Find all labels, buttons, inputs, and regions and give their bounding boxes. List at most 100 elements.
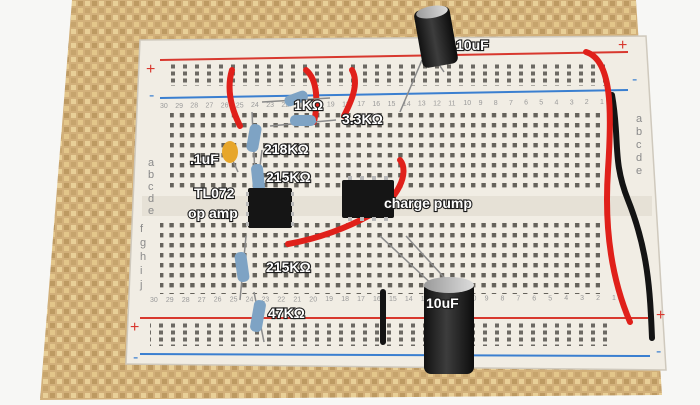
row-letters-bottom-left: f g h i j xyxy=(139,223,146,291)
column-number: 17 xyxy=(357,296,365,303)
column-number: 1 xyxy=(612,295,616,302)
column-number: 8 xyxy=(494,100,498,107)
rail-minus-top-left: - xyxy=(149,87,154,104)
column-number: 2 xyxy=(585,99,589,106)
column-number: 24 xyxy=(251,102,259,109)
column-number: 4 xyxy=(555,99,559,106)
column-number: 15 xyxy=(388,101,396,108)
red-jumper-wire-long-right xyxy=(583,49,633,325)
column-number: 7 xyxy=(509,100,513,107)
ceramic-capacitor xyxy=(222,141,239,173)
column-number: 16 xyxy=(372,101,380,108)
column-number: 12 xyxy=(433,101,441,108)
column-number: 5 xyxy=(539,100,543,107)
resistor-3k3 xyxy=(269,115,337,127)
rail-minus-bottom-right: - xyxy=(656,343,661,360)
column-number: 17 xyxy=(357,101,365,108)
column-number: 24 xyxy=(246,297,254,304)
row-letter: f xyxy=(140,223,144,235)
rail-plus-bottom-right: + xyxy=(656,307,665,324)
column-number: 10 xyxy=(463,100,471,107)
row-letter: b xyxy=(148,169,154,181)
column-number: 23 xyxy=(266,102,274,109)
column-number: 26 xyxy=(221,102,229,109)
column-number: 3 xyxy=(570,99,574,106)
column-number: 22 xyxy=(281,102,289,109)
row-letter: e xyxy=(148,205,154,217)
label-res-47k: 47KΩ xyxy=(268,305,305,321)
top-red-rail-line xyxy=(159,51,629,61)
row-letter: c xyxy=(148,181,154,193)
label-cap-top: 10uF xyxy=(456,37,489,53)
column-number: 16 xyxy=(373,296,381,303)
column-number: 7 xyxy=(516,295,520,302)
black-jumper-wire xyxy=(609,92,655,341)
top-blue-rail-line xyxy=(159,89,629,99)
rail-plus-top-right: + xyxy=(618,37,627,54)
row-letter: g xyxy=(140,237,146,249)
row-letter: a xyxy=(636,113,643,125)
label-res-215k-top: 215KΩ xyxy=(266,169,311,185)
column-number: 29 xyxy=(175,103,183,110)
row-letter: a xyxy=(148,157,155,169)
column-number: 21 xyxy=(297,102,305,109)
column-number: 19 xyxy=(327,102,335,109)
column-number: 6 xyxy=(524,100,528,107)
column-number: 18 xyxy=(341,296,349,303)
column-number: 30 xyxy=(160,103,168,110)
column-number: 9 xyxy=(485,296,489,303)
column-number: 2 xyxy=(596,295,600,302)
column-number: 25 xyxy=(230,297,238,304)
row-letter: i xyxy=(140,265,142,277)
column-number: 9 xyxy=(479,100,483,107)
label-res-218k: 218KΩ xyxy=(264,141,309,157)
column-number: 1 xyxy=(600,99,604,106)
row-letter: b xyxy=(636,126,642,138)
rail-plus-bottom-left: + xyxy=(130,319,139,336)
column-number: 3 xyxy=(580,295,584,302)
row-letters-right: a b c d e xyxy=(636,113,643,177)
row-letter: c xyxy=(636,139,642,151)
label-res-215k-bottom: 215KΩ xyxy=(266,259,311,275)
column-number: 27 xyxy=(198,297,206,304)
column-number: 26 xyxy=(214,297,222,304)
column-number: 11 xyxy=(448,100,455,107)
column-number: 28 xyxy=(190,103,198,110)
label-res-3k3: 3.3KΩ xyxy=(342,111,383,127)
column-number: 13 xyxy=(418,101,426,108)
row-letters-left: a b c d e xyxy=(148,157,155,217)
row-letter: d xyxy=(636,152,642,164)
column-number: 25 xyxy=(236,102,244,109)
column-number: 20 xyxy=(309,296,317,303)
resistor-215k-bottom xyxy=(234,235,250,301)
label-opamp-line1: TL072 xyxy=(194,185,235,201)
bottom-hole-grid xyxy=(160,220,600,294)
row-letter: j xyxy=(139,279,142,291)
label-res-1k: 1KΩ xyxy=(294,97,323,113)
label-charge-pump: charge pump xyxy=(384,195,472,211)
column-number: 28 xyxy=(182,297,190,304)
label-cap-small: .1uF xyxy=(190,151,219,167)
resistor-1k xyxy=(261,90,331,107)
column-number: 5 xyxy=(548,295,552,302)
column-number: 14 xyxy=(405,296,413,303)
tl072-opamp-chip xyxy=(246,188,294,228)
column-number: 30 xyxy=(150,297,158,304)
column-number: 15 xyxy=(389,296,397,303)
rail-plus-top-left: + xyxy=(146,61,155,78)
label-opamp-line2: op amp xyxy=(188,205,238,221)
column-number: 21 xyxy=(293,296,301,303)
column-number: 6 xyxy=(532,295,536,302)
column-number: 29 xyxy=(166,297,174,304)
electrolytic-capacitor-bottom xyxy=(379,235,474,374)
top-rail-holes xyxy=(165,64,605,86)
column-number: 4 xyxy=(564,295,568,302)
electrolytic-capacitor-top xyxy=(399,5,458,113)
column-number: 22 xyxy=(277,296,285,303)
column-number: 8 xyxy=(501,296,505,303)
red-jumper-wire-3k3 xyxy=(341,67,358,119)
column-number: 27 xyxy=(206,103,214,110)
row-letter: d xyxy=(148,193,154,205)
